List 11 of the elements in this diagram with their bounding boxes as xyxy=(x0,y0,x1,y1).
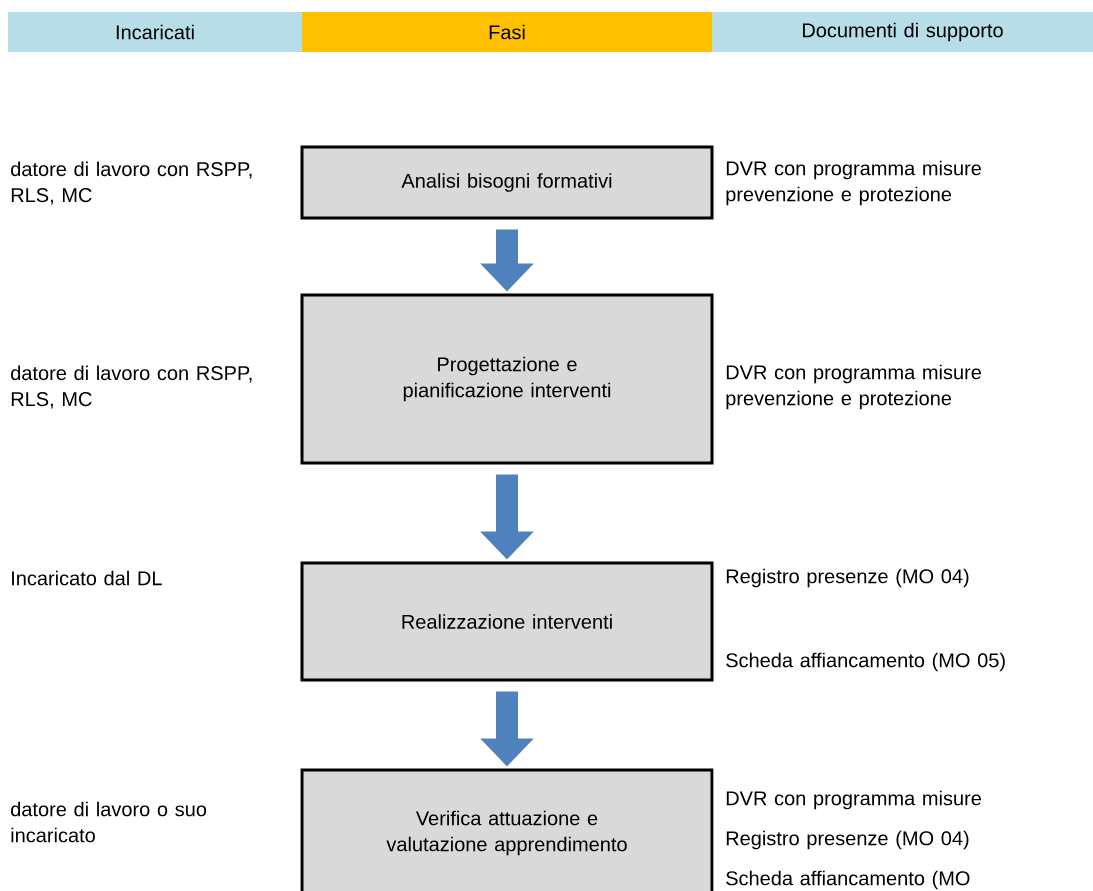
phase-box: Realizzazione interventi xyxy=(300,561,714,682)
column-header: Fasi xyxy=(302,12,712,52)
role-text: datore di lavoro con RSPP, RLS, MC xyxy=(11,161,252,205)
role-text: datore di lavoro con RSPP, RLS, MC xyxy=(11,365,252,409)
column-header: Documenti di supporto xyxy=(712,12,1093,52)
phase-box: Analisi bisogni formativi xyxy=(300,145,714,220)
phase-box: Progettazione e pianificazione interventi xyxy=(300,293,714,465)
phase-box: Verifica attuazione e valutazione apprendimento xyxy=(300,768,714,891)
role-text: Incaricato dal DL xyxy=(12,570,162,586)
role-text: datore di lavoro o suo incaricato xyxy=(11,801,207,843)
column-header: Incaricati xyxy=(8,12,302,52)
